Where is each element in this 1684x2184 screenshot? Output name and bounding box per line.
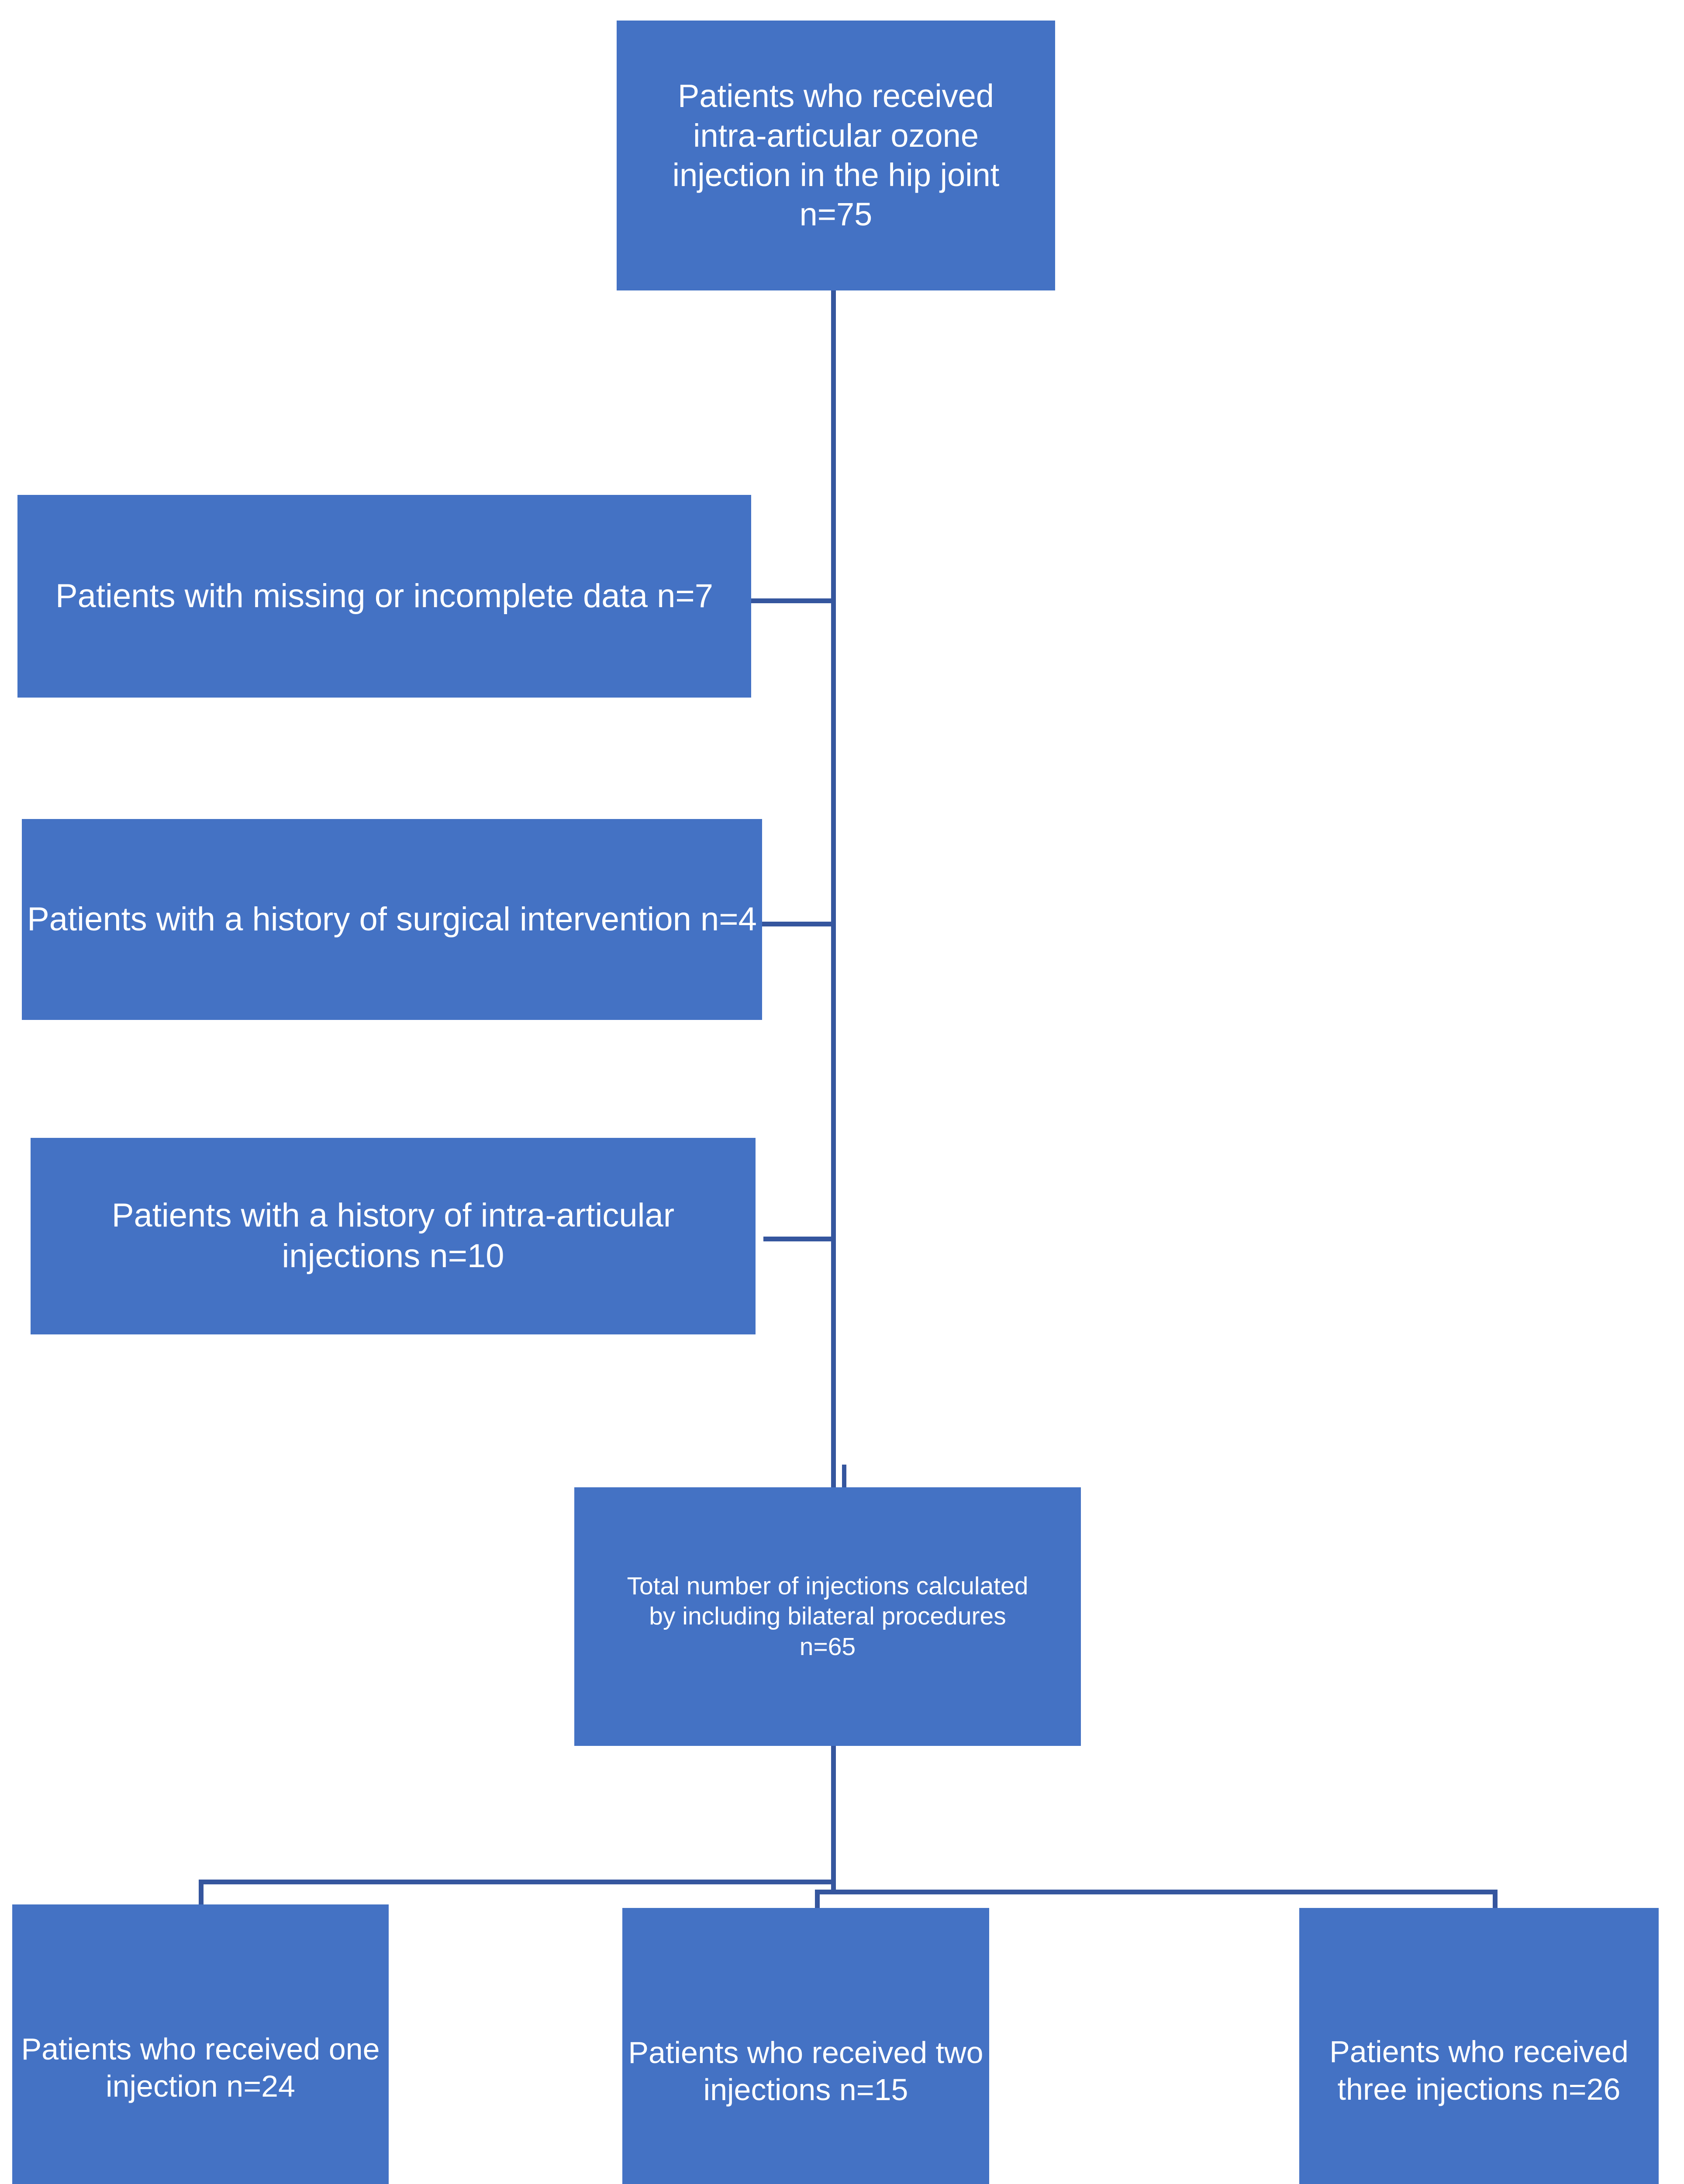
node-outcome-three-injections-label: Patients who received three injections n…	[1329, 2035, 1629, 2106]
node-outcome-three-injections: Patients who received three injections n…	[1299, 1908, 1659, 2184]
connector-exclusion-2	[758, 922, 834, 926]
node-exclusion-missing-data-label: Patients with missing or incomplete data…	[55, 577, 713, 615]
connector-branch-right-horizontal	[815, 1890, 1498, 1894]
node-exclusion-missing-data: Patients with missing or incomplete data…	[17, 495, 751, 698]
connector-branch-left-horizontal	[199, 1880, 834, 1884]
node-exclusion-injection-history: Patients with a history of intra-articul…	[31, 1138, 756, 1334]
node-exclusion-surgical-history: Patients with a history of surgical inte…	[22, 819, 762, 1020]
node-exclusion-injection-history-label: Patients with a history of intra-articul…	[111, 1197, 675, 1275]
node-exclusion-surgical-history-label: Patients with a history of surgical inte…	[27, 900, 757, 938]
node-total-injections-label: Total number of injections calculated by…	[627, 1572, 1028, 1661]
node-outcome-one-injection: Patients who received one injection n=24	[12, 1904, 389, 2184]
connector-trunk-stub	[842, 1465, 846, 1489]
connector-trunk-lower	[831, 1746, 836, 1894]
connector-branch-middle-vertical	[815, 1890, 820, 1917]
node-outcome-two-injections: Patients who received two injections n=1…	[622, 1908, 989, 2184]
connector-branch-left-vertical	[199, 1880, 204, 1908]
node-enrolled-patients: Patients who received intra-articular oz…	[617, 21, 1055, 290]
connector-exclusion-1	[750, 598, 834, 603]
connector-exclusion-3	[763, 1237, 834, 1241]
node-enrolled-patients-label: Patients who received intra-articular oz…	[672, 78, 1000, 233]
connector-branch-right-vertical	[1493, 1890, 1498, 1917]
connector-trunk-upper	[831, 290, 836, 1489]
node-total-injections: Total number of injections calculated by…	[574, 1487, 1081, 1746]
node-outcome-one-injection-label: Patients who received one injection n=24	[21, 2032, 380, 2103]
node-outcome-two-injections-label: Patients who received two injections n=1…	[628, 2035, 983, 2107]
